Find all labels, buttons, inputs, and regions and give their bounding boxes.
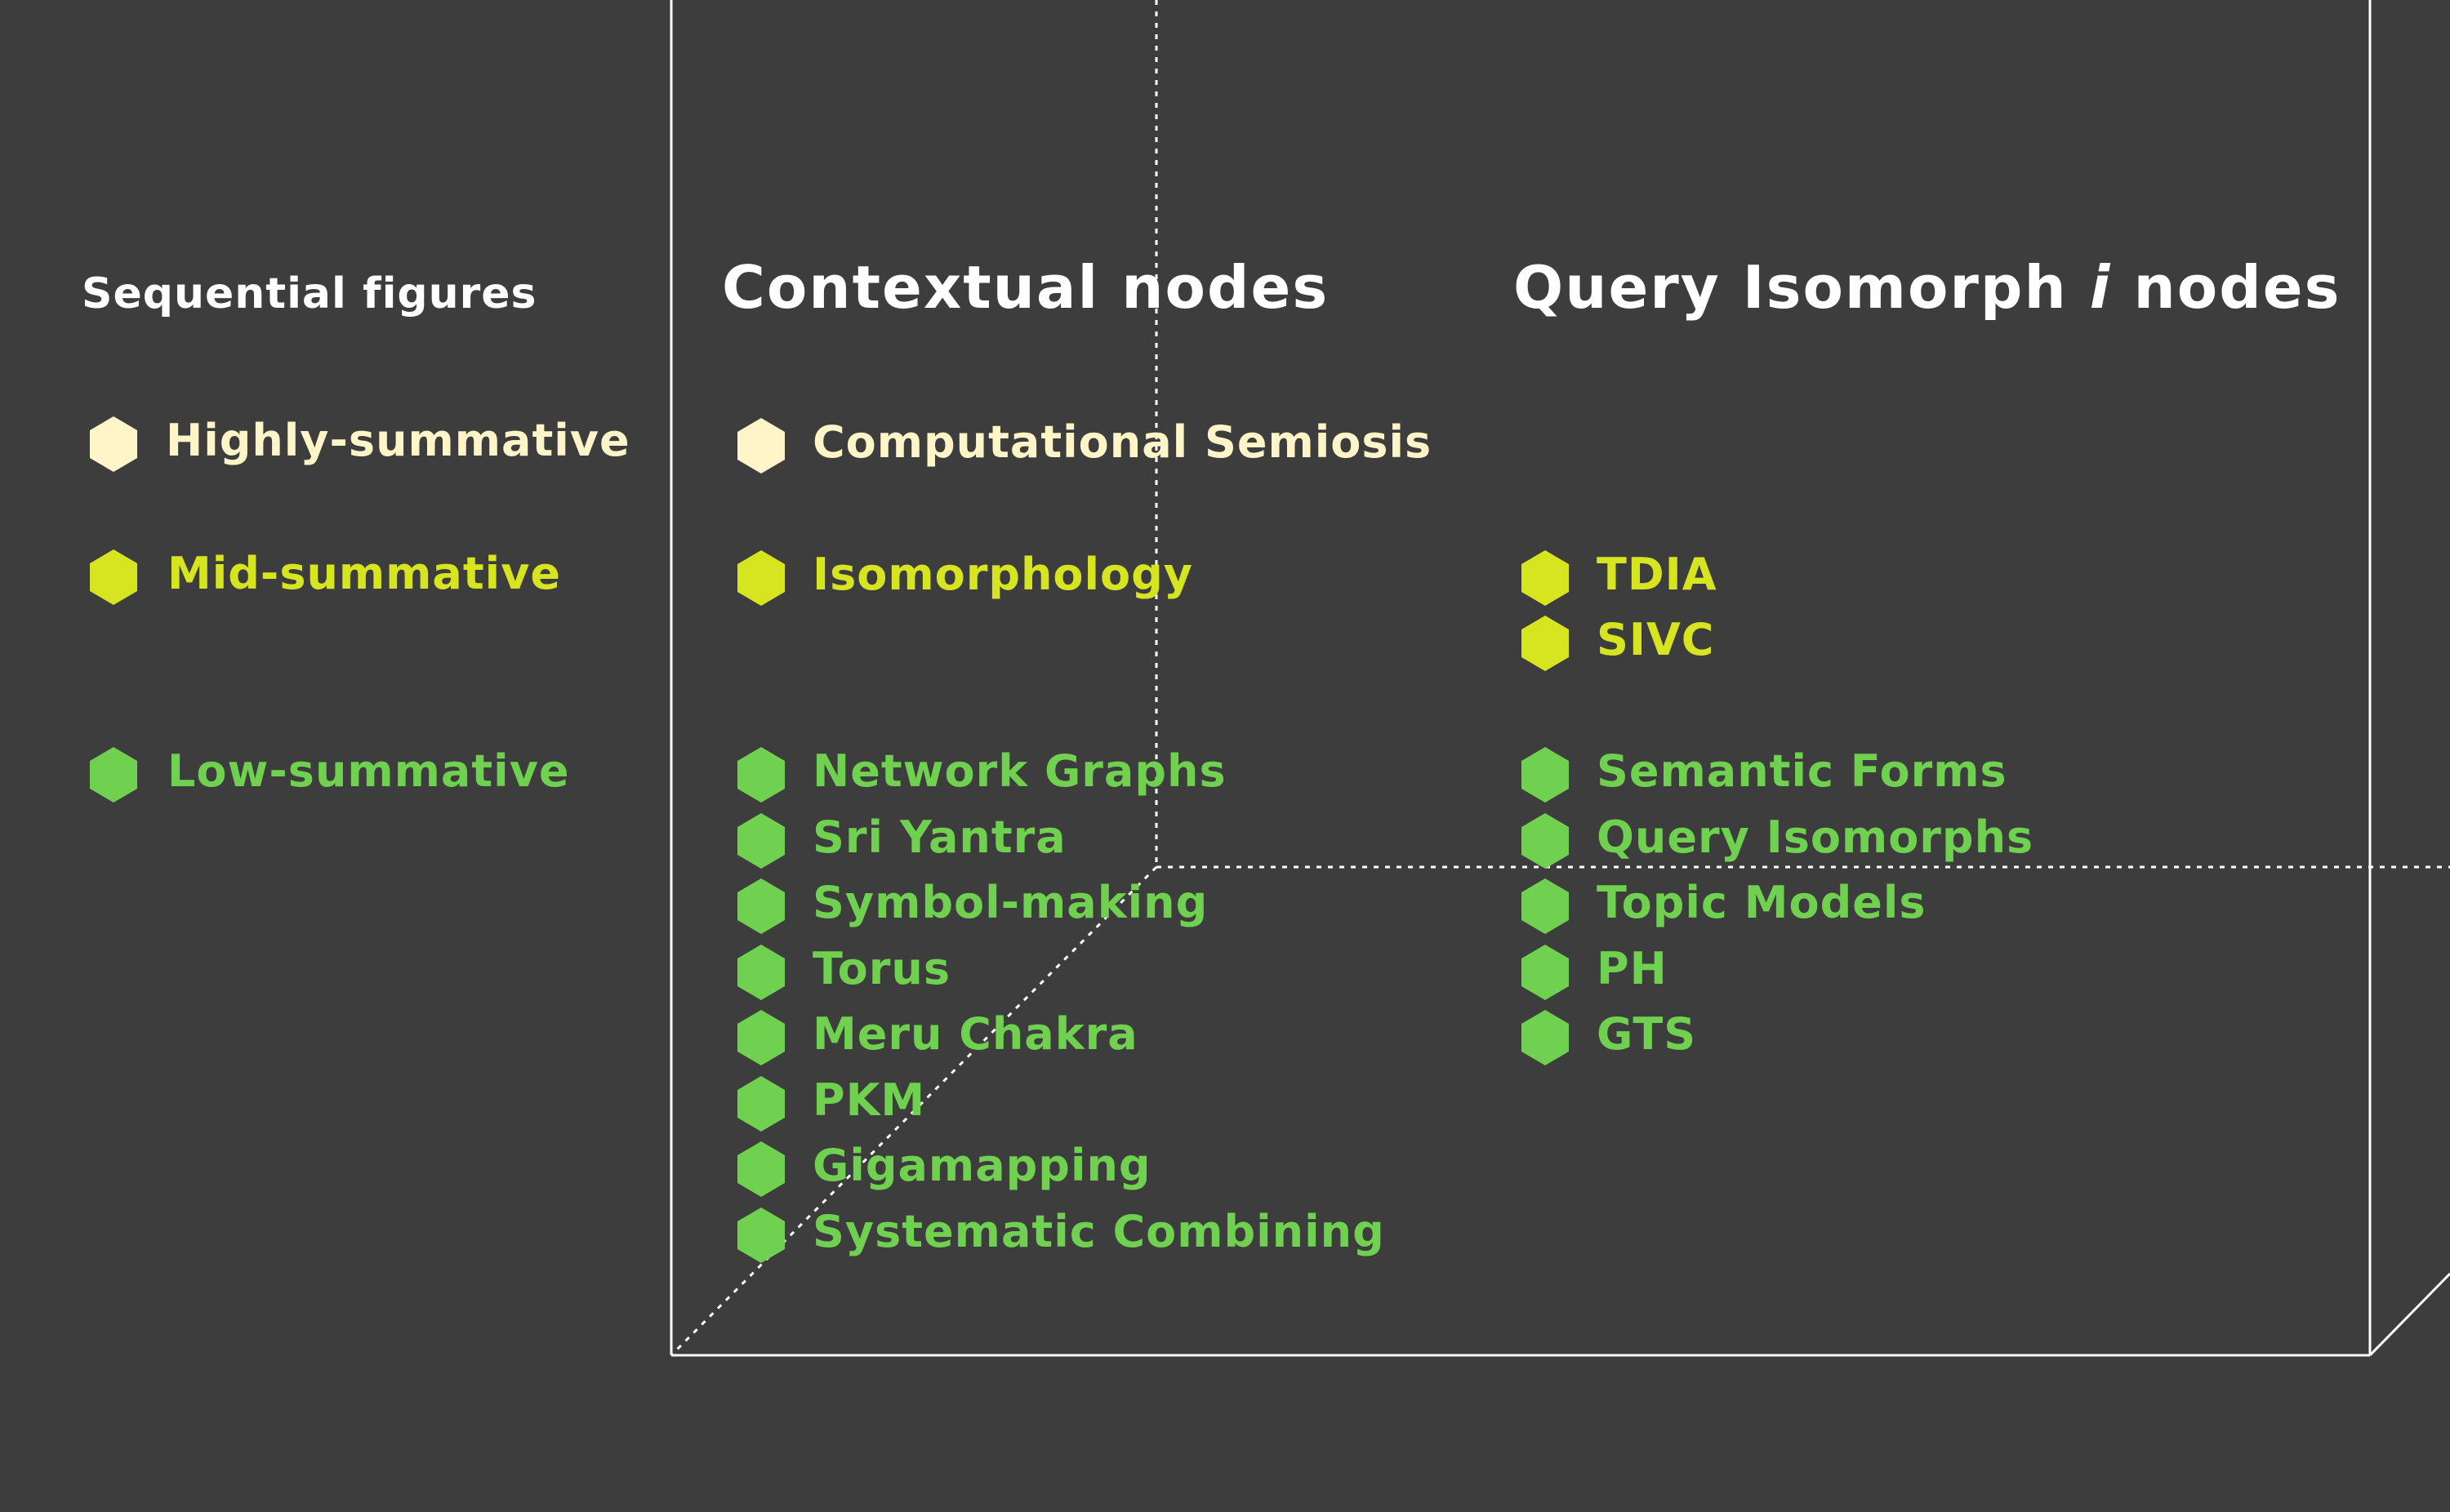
low-summative-hex-icon (90, 747, 137, 803)
node-gigamapping: Gigamapping (813, 1140, 1152, 1191)
sivc-hex-icon (1521, 616, 1569, 671)
ph-hex-icon (1521, 944, 1569, 1000)
legend-highly-summative: Highly-summative (166, 415, 630, 466)
node-semantic-forms: Semantic Forms (1597, 745, 2007, 797)
sri-yantra-hex-icon (737, 812, 785, 869)
symbol-making-hex-icon (737, 878, 785, 934)
gigamapping-hex-icon (737, 1141, 785, 1197)
query-isomorphs-hex-icon (1521, 812, 1569, 869)
legend-low-summative: Low-summative (167, 745, 570, 797)
highly-summative-hex-icon (90, 416, 137, 472)
topic-models-hex-icon (1521, 878, 1569, 934)
node-meru-chakra: Meru Chakra (813, 1008, 1138, 1060)
node-sivc: SIVC (1597, 614, 1715, 665)
hidden-diagonal-edge (670, 865, 1158, 1357)
node-isomorphology: Isomorphology (813, 549, 1193, 600)
legend-mid-summative: Mid-summative (167, 548, 562, 599)
node-systematic-combining: Systematic Combining (813, 1205, 1385, 1257)
node-topic-models: Topic Models (1597, 877, 1927, 928)
node-symbol-making: Symbol-making (813, 877, 1209, 928)
tdia-hex-icon (1521, 550, 1569, 606)
gts-hex-icon (1521, 1010, 1569, 1065)
systematic-combining-hex-icon (737, 1207, 785, 1263)
semantic-forms-hex-icon (1521, 747, 1569, 803)
node-query-isomorphs: Query Isomorphs (1597, 811, 2034, 863)
legend-title: Sequential figures (82, 269, 537, 318)
meru-chakra-hex-icon (737, 1010, 785, 1065)
mid-summative-hex-icon (90, 549, 137, 605)
isomorphology-hex-icon (737, 550, 785, 606)
node-pkm: PKM (813, 1074, 926, 1126)
node-torus: Torus (813, 942, 951, 994)
node-gts: GTS (1597, 1008, 1697, 1060)
node-sri-yantra: Sri Yantra (813, 811, 1067, 863)
node-ph: PH (1597, 942, 1668, 994)
query-isomorph-nodes-heading: Query Isomorph i nodes (1513, 253, 2341, 322)
node-computational-semiosis: Computational Semiosis (813, 416, 1432, 468)
node-tdia: TDIA (1597, 549, 1717, 600)
network-graphs-hex-icon (737, 747, 785, 803)
node-network-graphs: Network Graphs (813, 745, 1227, 797)
contextual-nodes-heading: Contextual nodes (722, 253, 1330, 322)
computational-semiosis-hex-icon (737, 418, 785, 474)
pkm-hex-icon (737, 1075, 785, 1132)
frame-back-diagonal (2368, 1272, 2450, 1357)
torus-hex-icon (737, 944, 785, 1000)
